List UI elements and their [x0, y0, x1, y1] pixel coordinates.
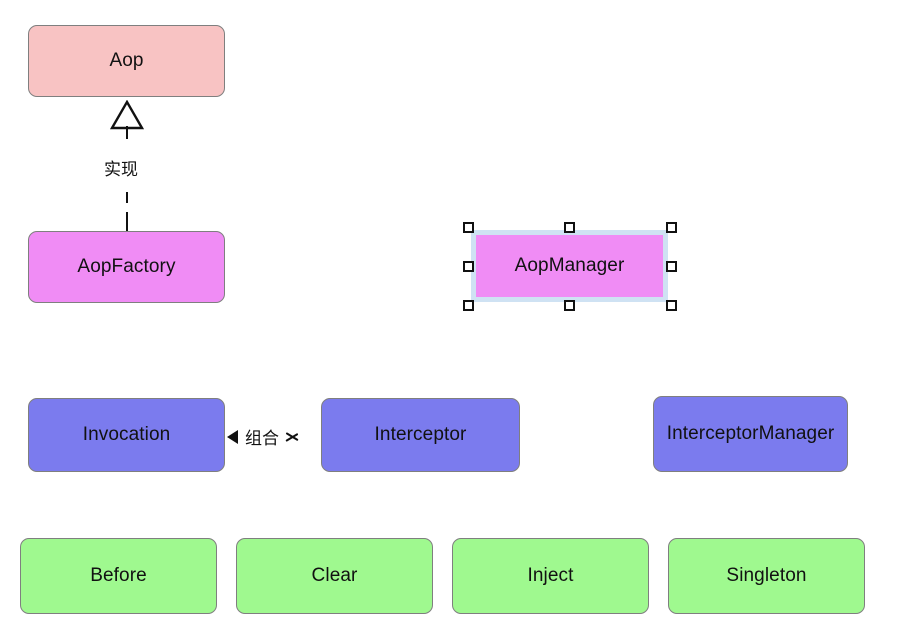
realize-edge-dash-2 [126, 212, 128, 231]
node-aop-factory-label: AopFactory [77, 255, 176, 277]
resize-handle-w[interactable] [462, 260, 474, 272]
resize-handle-ne[interactable] [665, 221, 677, 233]
edge-composition[interactable]: 组合 [227, 424, 300, 449]
node-clear[interactable]: Clear [236, 538, 433, 614]
resize-handle-nw[interactable] [462, 221, 474, 233]
realize-edge-dash-1 [126, 192, 128, 203]
node-before-label: Before [90, 564, 147, 586]
node-inject[interactable]: Inject [452, 538, 649, 614]
resize-handle-sw[interactable] [462, 299, 474, 311]
node-aop-label: Aop [109, 49, 144, 71]
node-singleton[interactable]: Singleton [668, 538, 865, 614]
edge-label-composition: 组合 [245, 429, 279, 448]
node-clear-label: Clear [311, 564, 358, 586]
resize-handle-e[interactable] [665, 260, 677, 272]
node-aop-manager-label: AopManager [514, 254, 625, 276]
filled-triangle-left-icon [227, 429, 238, 444]
node-before[interactable]: Before [20, 538, 217, 614]
selection-group-aop-manager[interactable]: AopManager [462, 221, 677, 311]
edge-label-realize: 实现 [104, 160, 138, 179]
open-arrow-right-icon [286, 430, 300, 444]
node-singleton-label: Singleton [726, 564, 807, 586]
realize-edge-stub [126, 126, 128, 139]
resize-handle-se[interactable] [665, 299, 677, 311]
node-invocation-label: Invocation [82, 423, 171, 445]
resize-handle-s[interactable] [564, 299, 575, 311]
node-inject-label: Inject [527, 564, 574, 586]
node-interceptor-manager[interactable]: InterceptorManager [653, 396, 848, 472]
node-interceptor-manager-label: InterceptorManager [666, 422, 835, 444]
node-aop-factory[interactable]: AopFactory [28, 231, 225, 303]
node-interceptor-label: Interceptor [374, 423, 467, 445]
node-aop-manager[interactable]: AopManager [471, 230, 668, 302]
node-interceptor[interactable]: Interceptor [321, 398, 520, 472]
resize-handle-n[interactable] [564, 221, 575, 233]
node-aop[interactable]: Aop [28, 25, 225, 97]
node-invocation[interactable]: Invocation [28, 398, 225, 472]
